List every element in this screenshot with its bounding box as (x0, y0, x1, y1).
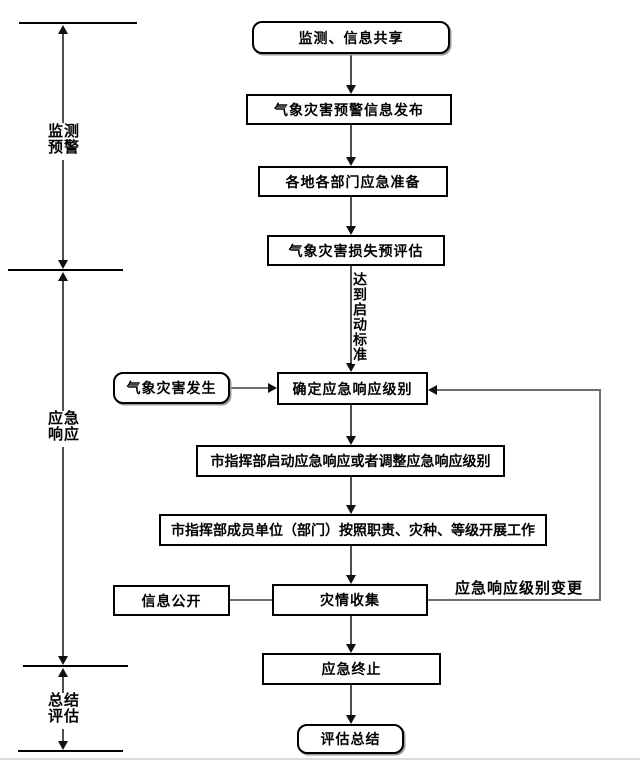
arrowhead-down-icon (346, 226, 356, 235)
phase-label-monitor-warning: 监测 预警 (44, 124, 84, 156)
node-eval-summary: 评估总结 (297, 724, 404, 754)
node-determine-level: 确定应急响应级别 (277, 372, 428, 405)
arrow-collect-to-end (350, 616, 352, 646)
node-members-work: 市指挥部成员单位（部门）按照职责、灾种、等级开展工作 (159, 514, 547, 546)
arrow-occur-to-determine (230, 387, 269, 389)
feedback-line-right (599, 390, 601, 601)
edge-label-level-change: 应急响应级别变更 (455, 580, 584, 597)
phase-label-line: 监测 (47, 123, 80, 140)
node-monitor-share: 监测、信息共享 (252, 21, 450, 54)
arrow-members-to-collect (350, 546, 352, 577)
phase-label-line: 评估 (47, 708, 80, 725)
arrowhead-right-icon (268, 383, 277, 393)
arrowhead-down-icon (346, 505, 356, 514)
phase-label-emergency-response: 应急 响应 (44, 411, 84, 443)
phase1-arrowhead-down-icon (58, 260, 68, 269)
phase2-arrowhead-down-icon (58, 656, 68, 665)
arrowhead-down-icon (346, 436, 356, 445)
arrowhead-down-icon (346, 575, 356, 584)
phase-rail-top-line (19, 22, 137, 24)
arrow-start-to-members (350, 477, 352, 507)
arrow-monitor-to-warning (350, 54, 352, 88)
arrowhead-down-icon (346, 715, 356, 724)
arrowhead-down-icon (346, 644, 356, 653)
connector-infopublic-collect (230, 599, 272, 601)
edge-label-trigger-condition: 达到启动标准 (352, 272, 368, 364)
phase2-arrowhead-up-icon (58, 272, 68, 281)
arrow-assess-to-determine (350, 266, 352, 365)
phase3-line-upper (62, 675, 64, 693)
phase-rail-divider-2 (23, 665, 128, 667)
page-edge-line (0, 758, 640, 760)
phase-label-line: 响应 (47, 426, 80, 443)
node-emergency-end: 应急终止 (262, 653, 441, 685)
phase-label-line: 预警 (47, 139, 80, 156)
phase3-arrowhead-up-icon (58, 668, 68, 677)
node-loss-preassess: 气象灾害损失预评估 (267, 235, 445, 266)
arrowhead-left-icon (428, 385, 437, 395)
phase-label-summary-evaluation: 总结 评估 (44, 693, 84, 725)
phase-rail-divider-1 (8, 269, 123, 271)
arrowhead-down-icon (346, 85, 356, 94)
phase1-line-lower (62, 160, 64, 261)
arrow-warning-to-prep (350, 125, 352, 159)
node-disaster-occur: 气象灾害发生 (113, 372, 230, 404)
phase1-arrowhead-up-icon (58, 25, 68, 34)
phase1-line-upper (62, 32, 64, 123)
node-disaster-collect: 灾情收集 (272, 584, 428, 616)
node-dept-prep: 各地各部门应急准备 (258, 166, 448, 197)
node-warning-release: 气象灾害预警信息发布 (246, 94, 452, 125)
phase3-line-lower (62, 729, 64, 742)
node-info-public: 信息公开 (113, 585, 230, 616)
feedback-line-bottom (428, 599, 601, 601)
arrow-end-to-summary (350, 685, 352, 717)
node-hq-start-adjust: 市指挥部启动应急响应或者调整应急响应级别 (196, 445, 505, 477)
phase-label-line: 应急 (47, 410, 80, 427)
arrowhead-down-icon (346, 363, 356, 372)
arrowhead-down-icon (346, 157, 356, 166)
phase-rail-bottom-line (18, 750, 123, 752)
arrow-determine-to-start (350, 405, 352, 438)
phase-label-line: 总结 (47, 692, 80, 709)
phase2-line-upper (62, 279, 64, 411)
arrow-prep-to-assess (350, 197, 352, 228)
feedback-line-top (436, 389, 601, 391)
phase2-line-lower (62, 447, 64, 657)
phase3-arrowhead-down-icon (58, 741, 68, 750)
